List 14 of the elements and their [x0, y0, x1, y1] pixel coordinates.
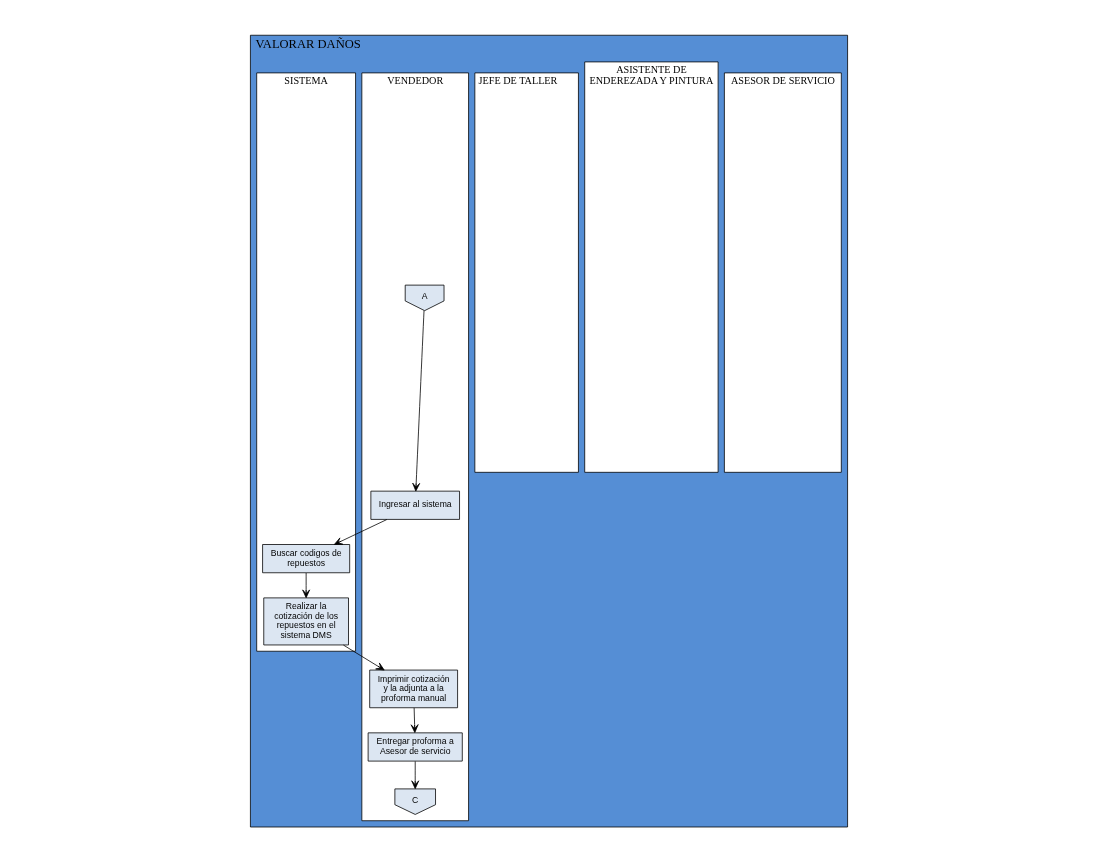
- node-box: JEFE DE TALLER: [474, 72, 579, 473]
- node-box: Ingresar al sistema: [370, 490, 460, 520]
- node-box: Buscar codigos de repuestos: [262, 544, 351, 574]
- arrow: [412, 310, 425, 492]
- arrow: [334, 519, 388, 545]
- node-box: Entregar proforma a Asesor de servicio: [367, 732, 463, 762]
- arrow: [411, 760, 420, 790]
- node-box: ASISTENTE DE ENDEREZADA Y PINTURA: [584, 61, 719, 473]
- node-box: ASESOR DE SERVICIO: [724, 72, 842, 473]
- arrow: [302, 572, 311, 599]
- node-box: Imprimir cotización y la adjunta a la proforma manual: [369, 669, 458, 709]
- arrow: [410, 707, 419, 733]
- arrow: [343, 644, 385, 671]
- node-box: Realizar la cotización de los repuestos en el sistema DMS: [263, 597, 349, 646]
